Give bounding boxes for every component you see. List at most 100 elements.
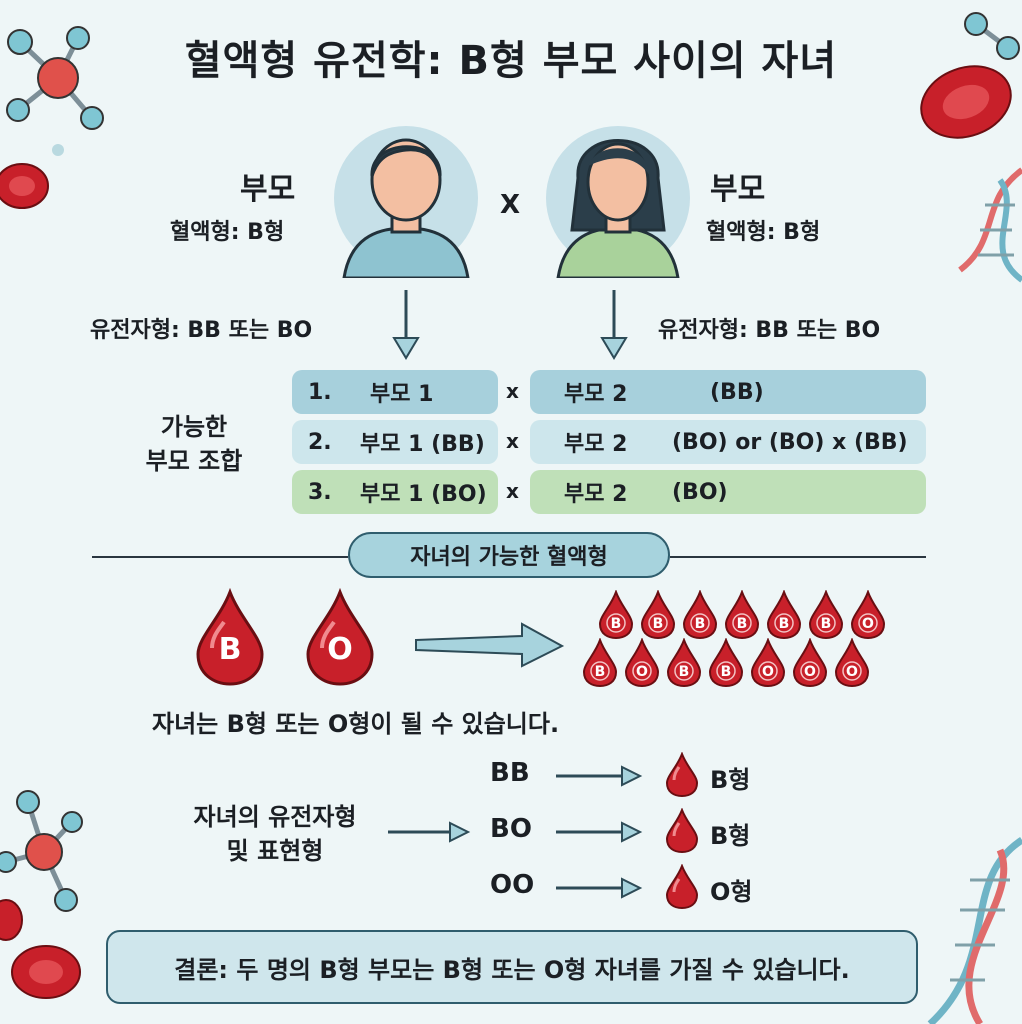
offspring-drop-0-3: B <box>722 589 762 640</box>
down-arrow-icon <box>600 290 628 360</box>
phenotype-value: B형 <box>710 822 751 850</box>
genotype-table-label-line2: 및 표현형 <box>226 837 324 865</box>
children-section-heading: 자녀의 가능한 혈액형 <box>348 532 670 578</box>
drop-letter: B <box>679 664 690 680</box>
genotype-table-label-line1: 자녀의 유전자형 <box>193 803 357 831</box>
row-left-parent: 부모 1 <box>370 382 434 407</box>
combination-row-1-left: 1. 부모 1 <box>292 370 498 414</box>
offspring-drop-1-0: B <box>580 637 620 688</box>
cross-symbol: X <box>500 190 521 220</box>
drop-letter: B <box>611 616 622 632</box>
genotype-value: BO <box>490 814 532 844</box>
combinations-label-line2: 부모 조합 <box>145 447 243 475</box>
row-left-parent: 부모 1 (BB) <box>360 432 485 457</box>
right-arrow-icon <box>415 622 565 668</box>
blood-drop-icon: B <box>582 637 618 688</box>
page-title: 혈액형 유전학: B형 부모 사이의 자녀 <box>184 38 838 84</box>
drop-o-letter: O <box>327 632 353 667</box>
genotype-table-label: 자녀의 유전자형 및 표현형 <box>160 800 390 868</box>
row-cross: x <box>506 479 519 503</box>
combination-row-2-left: 2. 부모 1 (BB) <box>292 420 498 464</box>
blood-drop-icon: O <box>850 589 886 640</box>
parent-right-genotype: 유전자형: BB 또는 BO <box>658 318 881 343</box>
right-arrow-icon <box>556 820 646 844</box>
blood-drop-icon: B <box>708 637 744 688</box>
blood-drop-icon <box>664 807 700 854</box>
genotype-value: OO <box>490 870 535 900</box>
parent-right-label: 부모 <box>710 172 766 207</box>
blood-drop-icon <box>664 751 700 798</box>
drop-letter: B <box>821 616 832 632</box>
phenotype-value: B형 <box>710 766 751 794</box>
right-arrow-icon <box>556 876 646 900</box>
drop-letter: O <box>804 664 816 680</box>
drop-letter: B <box>653 616 664 632</box>
row-right-genotype: (BO) <box>672 479 728 505</box>
offspring-drop-1-1: O <box>622 637 662 688</box>
blood-drop-icon: B <box>682 589 718 640</box>
parent-right-blood-type: 혈액형: B형 <box>706 220 821 245</box>
blood-drop-o-icon <box>306 588 374 686</box>
drop-letter: B <box>721 664 732 680</box>
drop-letter: B <box>595 664 606 680</box>
drop-letter: O <box>846 664 858 680</box>
drop-letter: B <box>695 616 706 632</box>
row-left-parent: 부모 1 (BO) <box>360 482 487 507</box>
drop-b-letter: B <box>218 632 242 667</box>
father-avatar <box>334 126 478 278</box>
right-arrow-icon <box>388 821 471 843</box>
blood-drop-icon: B <box>724 589 760 640</box>
drop-letter: O <box>636 664 648 680</box>
drop-letter: O <box>762 664 774 680</box>
offspring-drop-0-1: B <box>638 589 678 640</box>
blood-drop-b-icon <box>196 588 264 686</box>
offspring-drop-1-5: O <box>790 637 830 688</box>
offspring-drop-1-3: B <box>706 637 746 688</box>
blood-drop-icon: O <box>750 637 786 688</box>
blood-drop-icon: B <box>666 637 702 688</box>
mother-avatar <box>546 126 690 278</box>
combination-row-1-right: 부모 2 (BB) <box>530 370 926 414</box>
offspring-drop-0-0: B <box>596 589 636 640</box>
offspring-drop-1-2: B <box>664 637 704 688</box>
offspring-drop-0-6: O <box>848 589 888 640</box>
row-number: 1. <box>308 379 332 405</box>
divider-line-left <box>92 556 348 558</box>
dna-helix-icon <box>958 167 1022 283</box>
red-blood-cell-icon <box>0 65 1012 999</box>
blood-drop-icon: O <box>834 637 870 688</box>
blood-drop-icon: O <box>792 637 828 688</box>
row-cross: x <box>506 379 519 403</box>
dna-helix-icon <box>927 837 1022 1024</box>
row-right-parent: 부모 2 <box>564 432 628 457</box>
phenotype-value: O형 <box>710 878 753 906</box>
drop-letter: B <box>779 616 790 632</box>
combination-row-2-right: 부모 2 (BO) or (BO) x (BB) <box>530 420 926 464</box>
offspring-drop-1-4: O <box>748 637 788 688</box>
combination-row-3-right: 부모 2 (BO) <box>530 470 926 514</box>
combinations-label-line1: 가능한 <box>160 413 228 441</box>
blood-drop-icon: B <box>766 589 802 640</box>
blood-drop-icon: B <box>598 589 634 640</box>
combinations-label: 가능한 부모 조합 <box>114 410 274 478</box>
row-number: 2. <box>308 429 332 455</box>
down-arrow-icon <box>392 290 420 360</box>
combination-row-3-left: 3. 부모 1 (BO) <box>292 470 498 514</box>
offspring-drop-0-4: B <box>764 589 804 640</box>
row-right-genotype: (BB) <box>710 379 764 405</box>
offspring-drops-grid: B B B B B B O B O B B O O O <box>580 589 900 690</box>
genotype-value: BB <box>490 758 530 788</box>
row-number: 3. <box>308 479 332 505</box>
offspring-drop-0-5: B <box>806 589 846 640</box>
parent-left-label: 부모 <box>240 172 296 207</box>
blood-drop-icon <box>664 863 700 910</box>
blood-drop-icon: B <box>808 589 844 640</box>
divider-line-right <box>670 556 926 558</box>
offspring-drop-1-6: O <box>832 637 872 688</box>
row-cross: x <box>506 429 519 453</box>
row-right-parent: 부모 2 <box>564 482 628 507</box>
row-right-genotype: (BO) or (BO) x (BB) <box>672 429 908 455</box>
blood-drop-icon: B <box>640 589 676 640</box>
offspring-drop-0-2: B <box>680 589 720 640</box>
children-statement: 자녀는 B형 또는 O형이 될 수 있습니다. <box>152 710 560 738</box>
